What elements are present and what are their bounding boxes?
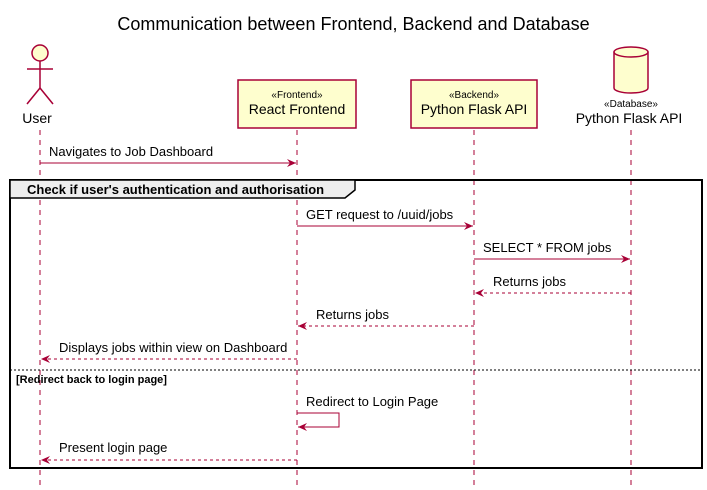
- message-displays-jobs: Displays jobs within view on Dashboard: [41, 340, 297, 363]
- diagram-title: Communication between Frontend, Backend …: [117, 14, 589, 34]
- message-label: Navigates to Job Dashboard: [49, 144, 213, 159]
- message-returns-jobs-db: Returns jobs: [475, 274, 631, 297]
- participant-user-label: User: [22, 110, 52, 126]
- message-label: Displays jobs within view on Dashboard: [59, 340, 287, 355]
- participant-backend-label: Python Flask API: [421, 101, 528, 117]
- message-label: Returns jobs: [493, 274, 566, 289]
- database-icon: [613, 46, 649, 94]
- participant-backend-box: [410, 79, 538, 129]
- message-present-login: Present login page: [41, 440, 297, 464]
- message-label: SELECT * FROM jobs: [483, 240, 612, 255]
- participant-backend: «Backend» Python Flask API: [410, 79, 538, 129]
- participant-database-label: Python Flask API: [576, 110, 683, 126]
- alt-fragment-tab: [9, 179, 356, 199]
- message-label: GET request to /uuid/jobs: [306, 207, 454, 222]
- participant-frontend-box: [237, 79, 357, 129]
- participant-frontend: «Frontend» React Frontend: [237, 79, 357, 129]
- message-redirect-self: Redirect to Login Page: [297, 394, 438, 431]
- participant-backend-stereotype: «Backend»: [449, 90, 499, 101]
- participant-frontend-label: React Frontend: [249, 101, 346, 117]
- message-label: Present login page: [59, 440, 167, 455]
- message-navigate: Navigates to Job Dashboard: [40, 144, 296, 167]
- message-get-request: GET request to /uuid/jobs: [297, 207, 473, 230]
- message-arrow: [297, 412, 340, 431]
- message-returns-jobs-api: Returns jobs: [298, 307, 474, 330]
- alt-fragment: Check if user's authentication and autho…: [9, 179, 703, 469]
- message-label: Redirect to Login Page: [306, 394, 438, 409]
- alt-fragment-frame: [9, 179, 703, 469]
- message-label: Returns jobs: [316, 307, 389, 322]
- alt-fragment-condition: Check if user's authentication and autho…: [27, 182, 324, 197]
- participant-database: «Database» Python Flask API: [576, 46, 683, 126]
- participant-database-stereotype: «Database»: [604, 99, 658, 110]
- actor-icon: [26, 44, 54, 105]
- message-select: SELECT * FROM jobs: [474, 240, 630, 263]
- participant-user: User: [22, 44, 54, 126]
- alt-fragment-else-condition: [Redirect back to login page]: [16, 374, 167, 386]
- participant-frontend-stereotype: «Frontend»: [271, 90, 323, 101]
